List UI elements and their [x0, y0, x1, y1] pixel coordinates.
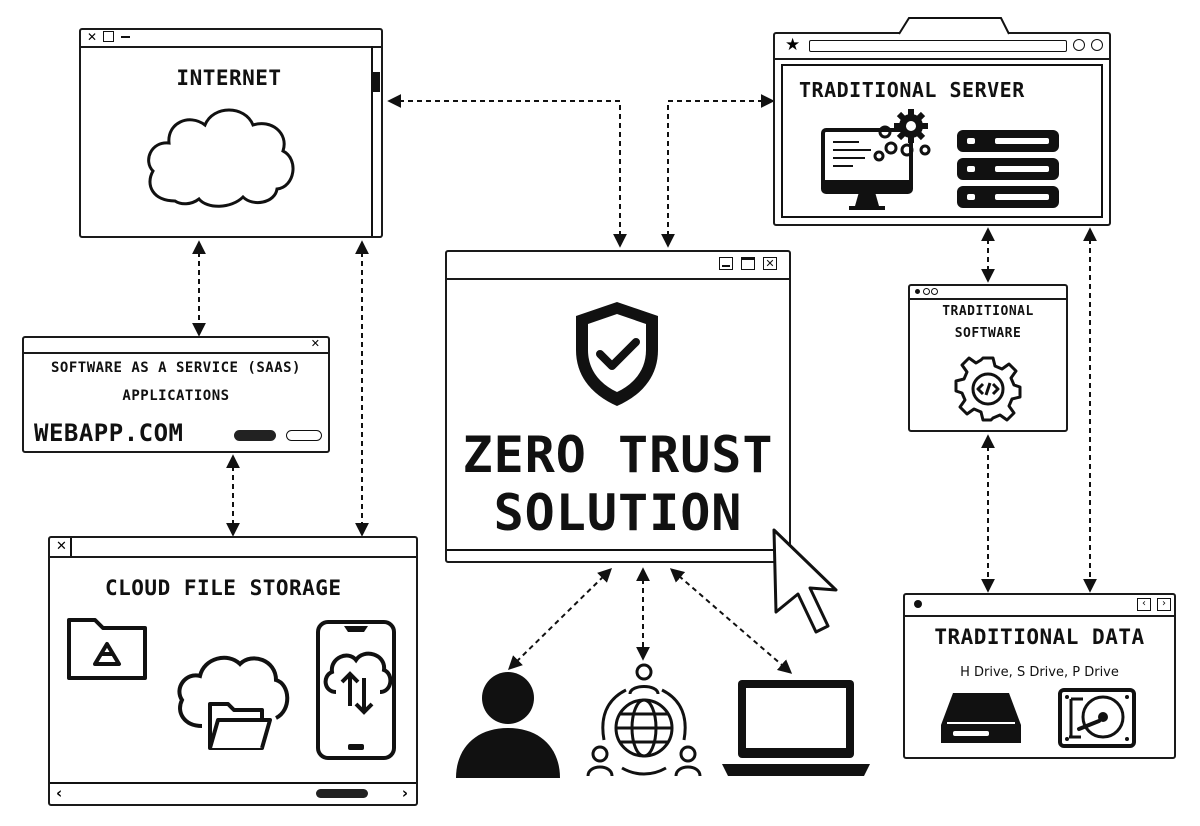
laptop-icon	[722, 680, 870, 776]
internet-title: INTERNET	[176, 66, 282, 90]
maximize-icon[interactable]	[741, 257, 755, 270]
server-rack-icon	[957, 130, 1059, 208]
traditional-software-title-line2: SOFTWARE	[954, 326, 1022, 341]
dot-icon[interactable]	[914, 600, 922, 608]
cloud-storage-titlebar: ✕	[50, 538, 416, 558]
zero-trust-title-line1: ZERO TRUST	[462, 426, 774, 484]
saas-title-line2: APPLICATIONS	[122, 388, 230, 404]
server-titlebar: ★	[775, 34, 1109, 60]
titlebar-divider	[70, 538, 72, 556]
chevron-right-icon[interactable]: ›	[401, 784, 408, 802]
folder-drive-icon	[67, 618, 147, 680]
scroll-thumb[interactable]	[316, 789, 368, 798]
chevron-left-icon[interactable]: ‹	[1137, 598, 1151, 611]
outline-button[interactable]	[286, 430, 322, 441]
traditional-software-window: TRADITIONAL SOFTWARE	[908, 284, 1072, 436]
zero-trust-titlebar: ✕	[447, 252, 789, 280]
traditional-server-window: ★ TRADITIONAL SERVER	[773, 17, 1115, 230]
data-titlebar: ‹ ›	[905, 595, 1174, 617]
close-icon[interactable]: ✕	[87, 30, 98, 44]
chevron-right-icon[interactable]: ›	[1157, 598, 1171, 611]
traditional-server-title: TRADITIONAL SERVER	[799, 78, 1025, 102]
zero-trust-window: ✕ ZERO TRUST SOLUTION	[445, 250, 795, 567]
close-icon[interactable]: ✕	[56, 539, 67, 554]
software-titlebar	[910, 286, 1066, 300]
cloud-storage-window: ✕ CLOUD FILE STORAGE ‹ ›	[48, 536, 422, 810]
inner-frame	[781, 64, 1103, 218]
scroll-thumb[interactable]	[373, 72, 380, 92]
minimize-icon[interactable]	[719, 257, 733, 270]
cloud-icon	[147, 108, 295, 208]
dot-icon[interactable]	[931, 288, 938, 295]
filled-button[interactable]	[234, 430, 276, 441]
window-icon[interactable]	[103, 31, 114, 42]
saas-title-line1: SOFTWARE AS A SERVICE (SAAS)	[50, 360, 301, 376]
hard-drive-icon	[941, 693, 1021, 743]
address-bar[interactable]	[809, 40, 1067, 52]
computer-monitor-icon	[821, 128, 913, 210]
star-icon[interactable]: ★	[785, 35, 801, 55]
user-icon	[456, 672, 560, 778]
close-icon[interactable]: ✕	[763, 257, 777, 270]
bottom-bar	[447, 549, 789, 561]
zero-trust-title-line2: SOLUTION	[493, 484, 743, 542]
minimize-icon[interactable]	[121, 36, 130, 38]
cloud-storage-title: CLOUD FILE STORAGE	[105, 576, 342, 600]
code-gear-icon	[954, 356, 1022, 422]
bottom-scrollbar[interactable]: ‹ ›	[50, 782, 416, 804]
shield-check-icon	[576, 302, 658, 406]
dot-icon[interactable]	[915, 289, 920, 294]
internet-titlebar: ✕	[81, 30, 381, 48]
connector-center-server	[661, 94, 775, 248]
connector-center-user	[508, 568, 612, 670]
globe-network-icon	[586, 663, 702, 777]
saas-url[interactable]: WEBAPP.COM	[34, 419, 184, 447]
close-icon[interactable]: ✕	[310, 337, 320, 350]
dot-icon[interactable]	[923, 288, 930, 295]
chevron-left-icon[interactable]: ‹	[56, 784, 63, 802]
phone-cloud-sync-icon	[316, 620, 396, 760]
saas-titlebar: ✕	[24, 337, 328, 354]
folder-tab	[898, 17, 1010, 35]
traditional-data-window: ‹ › TRADITIONAL DATA H Drive, S Drive, P…	[903, 593, 1180, 763]
hdd-platter-icon	[1058, 688, 1136, 748]
traditional-data-subtitle: H Drive, S Drive, P Drive	[960, 665, 1119, 680]
cursor-arrow-icon	[772, 528, 838, 634]
traditional-software-title-line1: TRADITIONAL	[942, 304, 1034, 319]
traditional-data-title: TRADITIONAL DATA	[934, 625, 1145, 649]
gear-icon	[873, 109, 931, 162]
cloud-folder-icon	[177, 655, 290, 750]
circle-button-icon[interactable]	[1091, 39, 1103, 51]
connector-center-laptop	[669, 568, 793, 674]
connector-internet-center	[387, 94, 627, 248]
circle-button-icon[interactable]	[1073, 39, 1085, 51]
internet-window: ✕ INTERNET	[79, 28, 387, 242]
scrollbar[interactable]	[371, 46, 381, 236]
saas-window: ✕ SOFTWARE AS A SERVICE (SAAS) APPLICATI…	[22, 336, 334, 457]
